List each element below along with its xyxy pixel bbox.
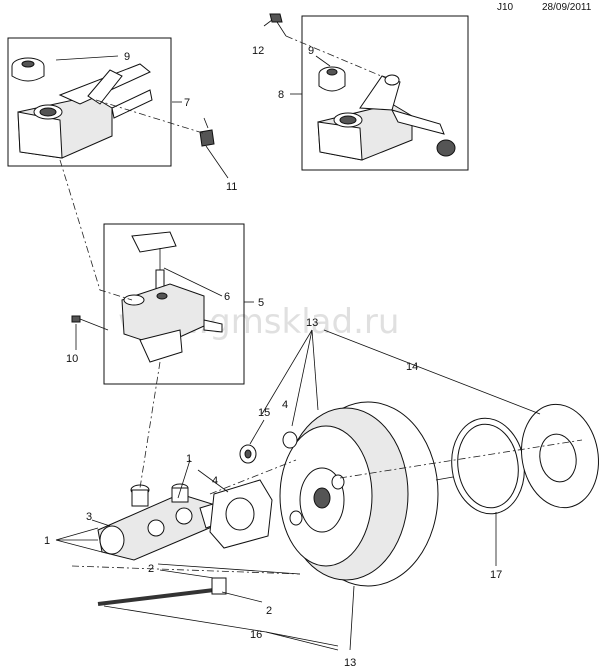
callout-13-top: 13 [306,317,318,329]
callout-2-right: 2 [266,605,272,617]
callout-15: 15 [258,407,270,419]
bolt-12 [269,13,287,37]
diagram-code: J10 [497,2,514,13]
callout-9-left: 9 [124,51,130,63]
box-reservoir-5 [103,223,245,385]
brake-pipe-16 [97,577,227,606]
callout-1-top: 1 [186,453,192,465]
callout-4-bottom: 4 [212,475,218,487]
gasket-14 [521,403,599,509]
box-reservoir-8 [301,15,469,171]
nut-15 [239,444,257,464]
box-reservoir-7 [7,37,172,167]
brake-booster [279,401,471,587]
callout-7: 7 [184,97,190,109]
callout-4-top: 4 [282,399,288,411]
callout-10: 10 [66,353,78,365]
callout-11: 11 [226,181,237,193]
diagram-date: 28/09/2011 [542,2,592,13]
bolt-11 [199,117,215,147]
leader-lines [55,19,541,651]
callout-3: 3 [86,511,92,523]
callout-12: 12 [252,45,264,57]
bleeder-screw-10 [71,315,109,331]
callout-13-bottom: 13 [344,657,356,669]
callout-5: 5 [258,297,264,309]
callout-16: 16 [250,629,262,641]
callout-17: 17 [490,569,502,581]
gasket-4 [209,479,273,549]
master-cylinder [97,483,229,561]
callout-6: 6 [224,291,230,303]
callout-14: 14 [406,361,418,373]
callout-1-left: 1 [44,535,50,547]
seal-17 [451,417,525,515]
callout-8: 8 [278,89,284,101]
dashed-assembly-lines [59,35,583,575]
callout-labels: 9 7 8 9 12 11 6 5 10 13 14 4 15 1 4 3 1 … [44,45,502,669]
callout-9-right: 9 [308,45,314,57]
callout-2-left: 2 [148,563,154,575]
